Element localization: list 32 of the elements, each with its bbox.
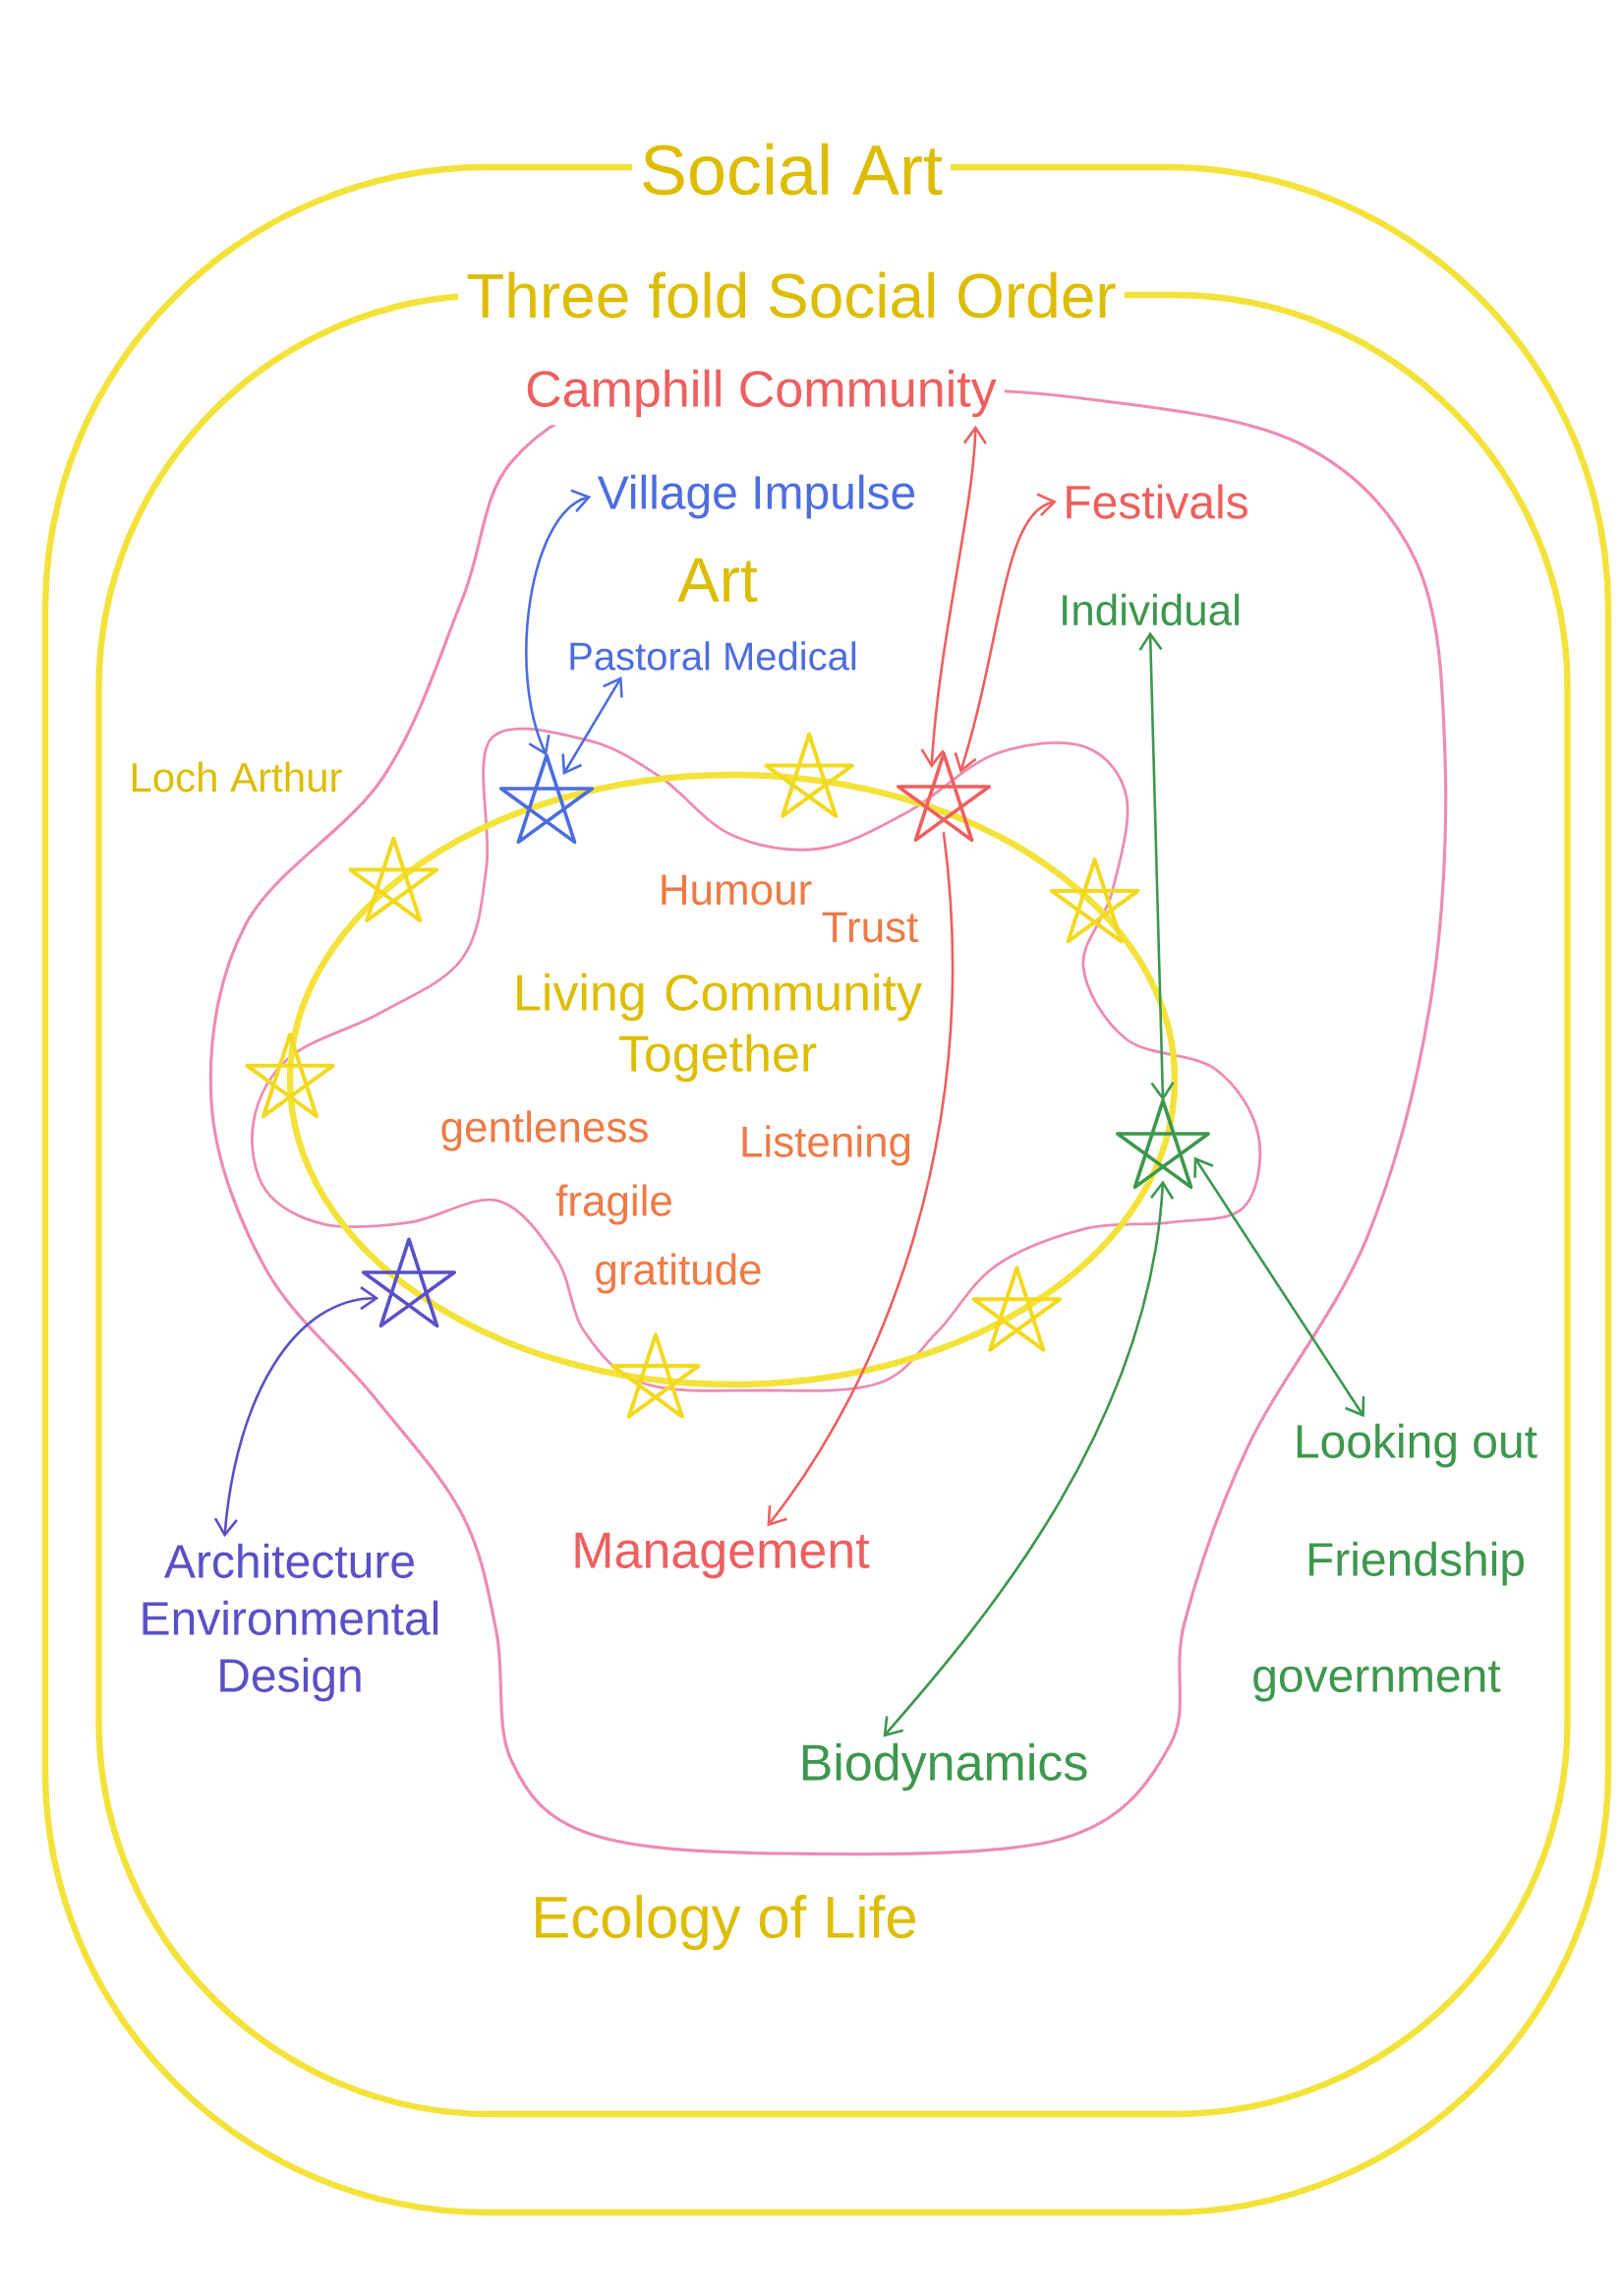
arrow: [954, 493, 1057, 774]
arrow: [561, 677, 623, 776]
star: [1115, 1098, 1211, 1190]
arrow: [1193, 1156, 1365, 1418]
concept-label: Listening: [742, 1125, 910, 1166]
arrow: [213, 1286, 379, 1538]
ring-label: Social Art: [631, 135, 952, 204]
star: [361, 1237, 457, 1328]
concept-label: gratitude: [596, 1253, 761, 1294]
concept-label: Living Community Together: [517, 972, 922, 1083]
concept-label: Village Impulse: [597, 474, 915, 519]
concept-label: Humour: [662, 874, 812, 906]
ring-label: Ecology of Life: [523, 1887, 926, 1958]
concept-label: Friendship: [1308, 1541, 1524, 1586]
concept-label: Art: [677, 558, 758, 603]
concept-label: Festivals: [1067, 484, 1247, 519]
concept-label: Biodynamics: [802, 1742, 1087, 1792]
arrow: [1138, 631, 1175, 1101]
arrow: [525, 489, 592, 756]
arrow: [920, 425, 988, 768]
concept-label: Management: [575, 1532, 870, 1579]
ring-label: Three fold Social Order: [458, 264, 1125, 326]
arrow: [883, 1180, 1175, 1737]
concept-label: Pastoral Medical: [570, 641, 856, 671]
concept-label: fragile: [555, 1184, 671, 1225]
star: [498, 753, 595, 845]
ring-label: Camphill Community: [517, 361, 1005, 426]
star: [896, 751, 992, 843]
concept-label: Architecture Environmental Design: [143, 1543, 438, 1702]
concept-label: Looking out: [1297, 1423, 1537, 1468]
concept-label: Individual: [1063, 593, 1239, 626]
concept-label: government: [1253, 1661, 1501, 1702]
